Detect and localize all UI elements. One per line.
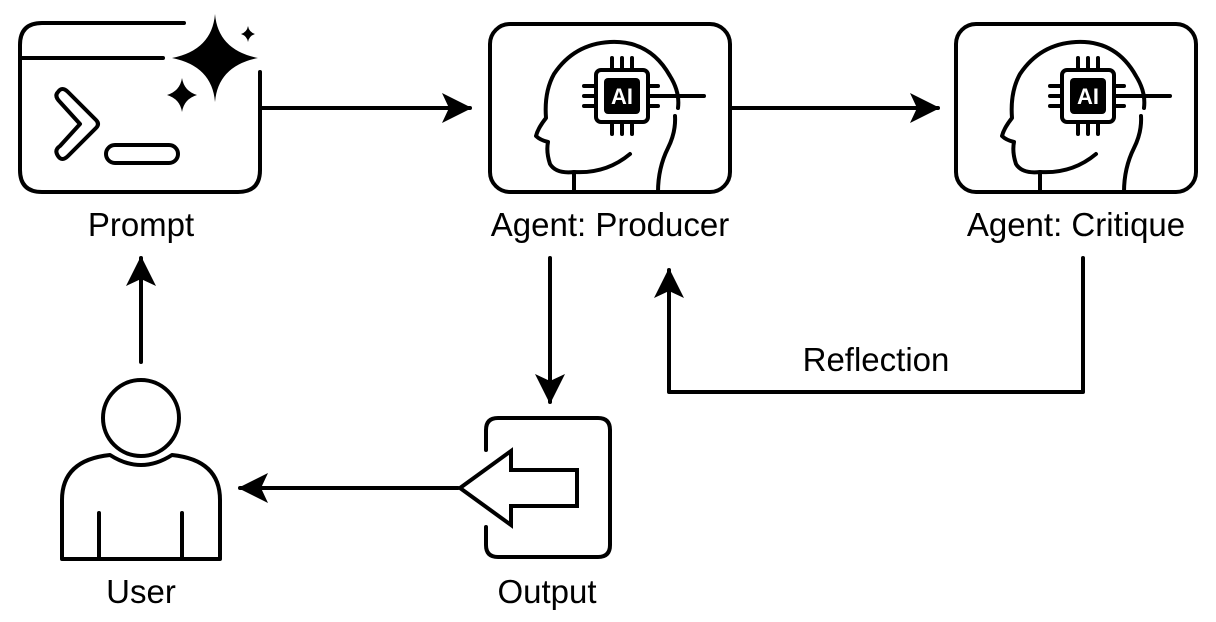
node-user: User — [60, 378, 222, 610]
node-label-output: Output — [497, 573, 596, 610]
node-prompt: Prompt — [18, 14, 262, 243]
chip-label: AI — [1077, 84, 1099, 109]
user-icon — [60, 378, 222, 561]
chip-label: AI — [611, 84, 633, 109]
node-critique: AI Agent: Critique — [954, 22, 1198, 243]
output-arrow-icon — [456, 416, 612, 559]
ai-head-icon: AI — [1000, 39, 1172, 194]
node-producer: AI Agent: Producer — [488, 22, 732, 243]
node-label-critique: Agent: Critique — [967, 206, 1185, 243]
ai-head-icon: AI — [534, 39, 706, 194]
node-label-user: User — [106, 573, 176, 610]
edge-critique-to-producer-reflection — [654, 256, 1085, 394]
terminal-sparkle-icon — [18, 14, 262, 194]
node-label-prompt: Prompt — [88, 206, 194, 243]
node-label-producer: Agent: Producer — [491, 206, 729, 243]
edge-label-reflection: Reflection — [803, 341, 950, 378]
node-output: Output — [456, 416, 612, 610]
critique-frame — [954, 22, 1198, 194]
